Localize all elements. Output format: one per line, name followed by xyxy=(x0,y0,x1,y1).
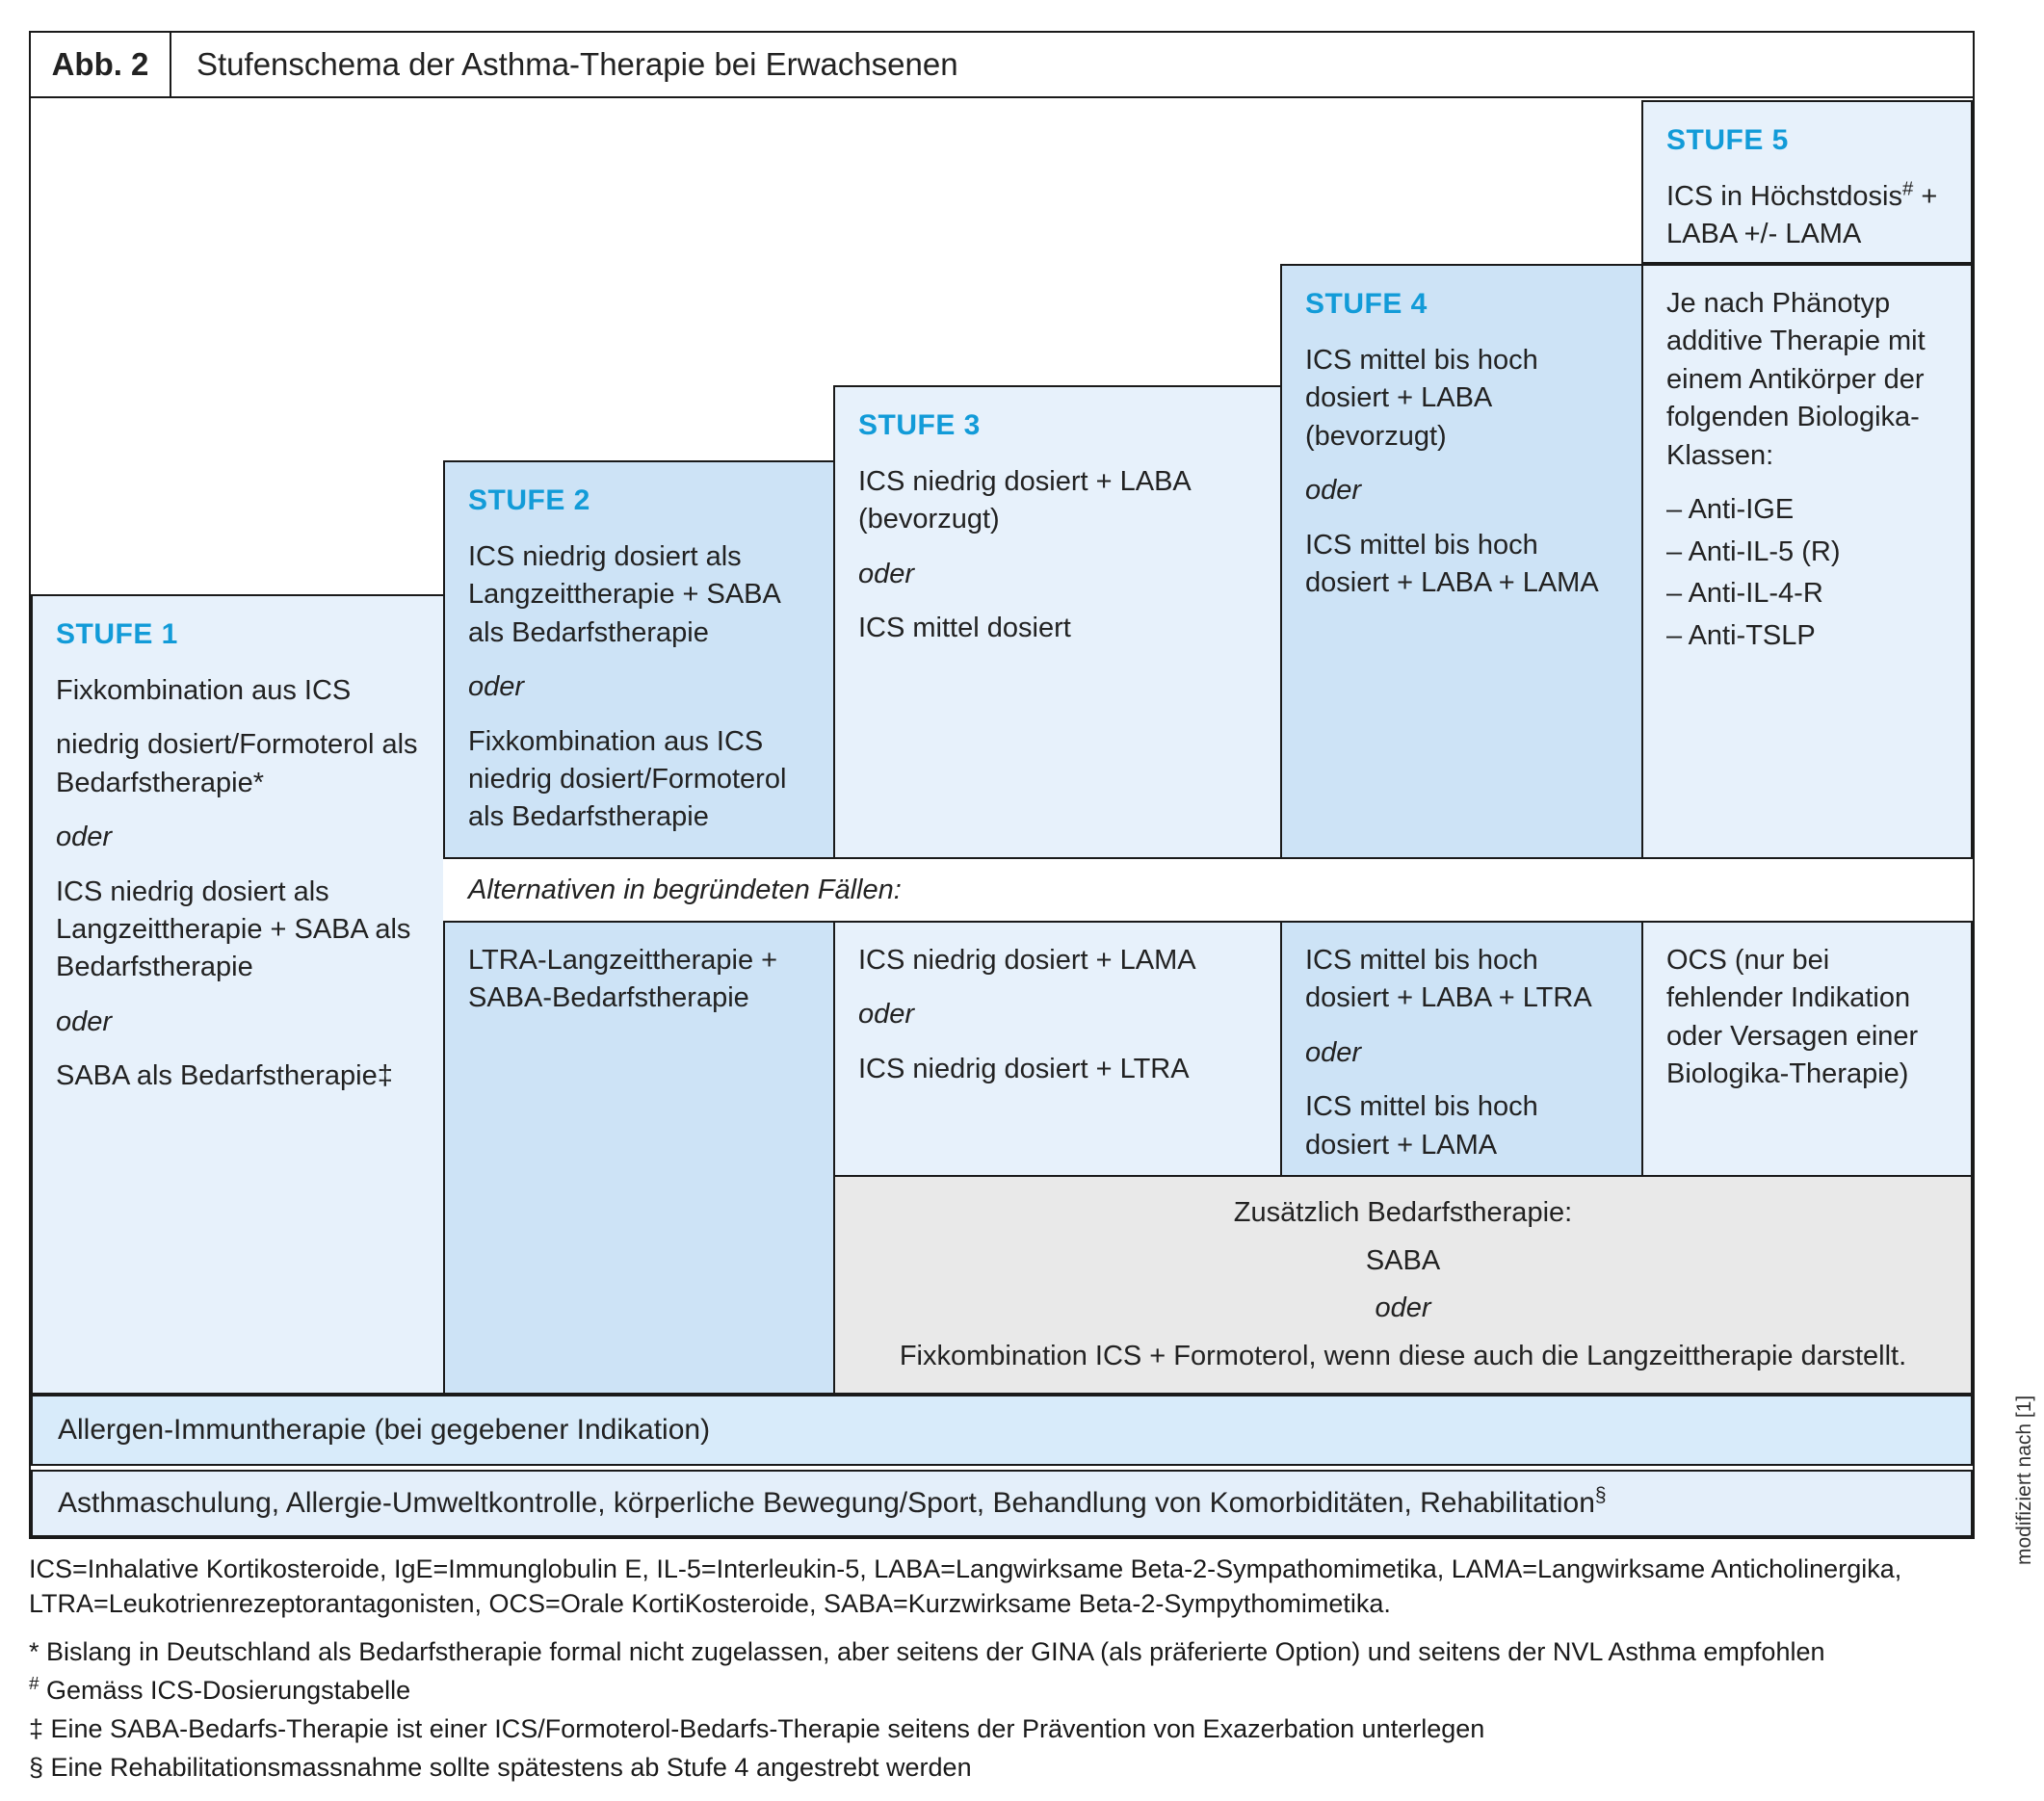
footnote-block: * Bislang in Deutschland als Bedarfsther… xyxy=(29,1637,2023,1791)
therapy-text: Je nach Phänotyp additive Therapie mit e… xyxy=(1666,288,1926,471)
stufe-3-heading: STUFE 3 xyxy=(858,409,981,441)
therapy-text: ICS mittel bis hoch dosiert + LABA + LTR… xyxy=(1305,945,1592,1014)
therapy-text: ICS mittel bis hoch dosiert + LABA (bevo… xyxy=(1305,344,1538,452)
stufe-5-body-box: Je nach Phänotyp additive Therapie mit e… xyxy=(1641,264,1973,859)
therapy-text: niedrig dosiert/Formoterol als Bedarfsth… xyxy=(56,729,418,798)
oder-text: oder xyxy=(468,671,525,703)
oder-text: oder xyxy=(1305,475,1362,507)
alternative-stufe-4-box: ICS mittel bis hoch dosiert + LABA + LTR… xyxy=(1280,921,1643,1177)
stufe-3-box: STUFE 3 ICS niedrig dosiert + LABA (bevo… xyxy=(833,385,1282,859)
list-item: – Anti-TSLP xyxy=(1666,619,1816,651)
asthmaschulung-bar: Asthmaschulung, Allergie-Umweltkontrolle… xyxy=(31,1470,1973,1537)
oder-text: oder xyxy=(56,822,113,853)
alternatives-band: Alternativen in begründeten Fällen: xyxy=(443,859,1973,921)
therapy-text: Fixkombination aus ICS xyxy=(56,674,352,706)
therapy-text: ICS niedrig dosiert + LAMA xyxy=(858,945,1196,976)
bedarf-line: SABA xyxy=(1365,1244,1441,1276)
stufe-4-box: STUFE 4 ICS mittel bis hoch dosiert + LA… xyxy=(1280,264,1643,859)
bar-label: Asthmaschulung, Allergie-Umweltkontrolle… xyxy=(58,1484,1607,1519)
therapy-text: ICS mittel bis hoch dosiert + LABA + LAM… xyxy=(1305,529,1599,598)
therapy-text: OCS (nur bei fehlender Indikation oder V… xyxy=(1666,945,1919,1090)
alternative-stufe-2-box: LTRA-Langzeittherapie + SABA-Bedarfsther… xyxy=(443,921,835,1395)
alternative-stufe-5-box: OCS (nur bei fehlender Indikation oder V… xyxy=(1641,921,1973,1177)
stufe-2-heading: STUFE 2 xyxy=(468,484,590,516)
stufe-1-box: STUFE 1 Fixkombination aus ICS niedrig d… xyxy=(31,594,445,1395)
bar-label: Allergen-Immuntherapie (bei gegebener In… xyxy=(58,1414,711,1446)
source-credit: modifiziert nach [1] xyxy=(2013,1395,2035,1565)
list-item: – Anti-IL-4-R xyxy=(1666,578,1823,610)
figure-title: Stufenschema der Asthma-Therapie bei Erw… xyxy=(197,46,958,82)
bedarfstherapie-box: Zusätzlich Bedarfstherapie: SABA oder Fi… xyxy=(833,1175,1973,1395)
therapy-text: ICS niedrig dosiert als Langzeittherapie… xyxy=(56,875,411,983)
abbreviation-legend: ICS=Inhalative Kortikosteroide, IgE=Immu… xyxy=(29,1553,2023,1622)
list-item: – Anti-IGE xyxy=(1666,494,1795,526)
therapy-text: Fixkombination aus ICS niedrig dosiert/F… xyxy=(468,725,787,833)
therapy-text: ICS niedrig dosiert als Langzeittherapie… xyxy=(468,540,780,648)
stufe-1-heading: STUFE 1 xyxy=(56,618,178,650)
therapy-text: ICS niedrig dosiert + LTRA xyxy=(858,1053,1190,1084)
oder-text: oder xyxy=(56,1005,113,1037)
figure-title-bar: Abb. 2 Stufenschema der Asthma-Therapie … xyxy=(31,33,1973,98)
footnote-doubledagger: ‡ Eine SABA-Bedarfs-Therapie ist einer I… xyxy=(29,1714,1485,1743)
stufe-5-heading: STUFE 5 xyxy=(1666,124,1789,156)
allergen-immuntherapie-bar: Allergen-Immuntherapie (bei gegebener In… xyxy=(31,1395,1973,1466)
alternative-stufe-3-box: ICS niedrig dosiert + LAMA oder ICS nied… xyxy=(833,921,1282,1177)
therapy-text: ICS niedrig dosiert + LABA (bevorzugt) xyxy=(858,465,1191,535)
figure-label: Abb. 2 xyxy=(31,33,171,96)
oder-text: oder xyxy=(858,999,915,1031)
figure-frame: Abb. 2 Stufenschema der Asthma-Therapie … xyxy=(29,31,1975,1539)
bedarf-line: Zusätzlich Bedarfstherapie: xyxy=(1233,1197,1573,1229)
bedarf-line: Fixkombination ICS + Formoterol, wenn di… xyxy=(899,1340,1907,1371)
stufe-5-header-box: STUFE 5 ICS in Höchstdosis# + LABA +/- L… xyxy=(1641,100,1973,264)
alternatives-label: Alternativen in begründeten Fällen: xyxy=(468,874,902,905)
oder-text: oder xyxy=(1375,1292,1431,1324)
footnote-asterisk: * Bislang in Deutschland als Bedarfsther… xyxy=(29,1637,1825,1666)
therapy-text: SABA als Bedarfstherapie‡ xyxy=(56,1060,393,1092)
therapy-text: ICS in Höchstdosis# + LABA +/- LAMA xyxy=(1666,178,1938,250)
footnote-section: § Eine Rehabilitationsmassnahme sollte s… xyxy=(29,1753,972,1782)
list-item: – Anti-IL-5 (R) xyxy=(1666,535,1841,567)
therapy-text: LTRA-Langzeittherapie + SABA-Bedarfsther… xyxy=(468,945,778,1014)
biologika-list: – Anti-IGE – Anti-IL-5 (R) – Anti-IL-4-R… xyxy=(1666,491,1948,655)
stufe-2-box: STUFE 2 ICS niedrig dosiert als Langzeit… xyxy=(443,460,835,859)
abbreviation-line: ICS=Inhalative Kortikosteroide, IgE=Immu… xyxy=(29,1554,1902,1583)
footnote-hash: # Gemäss ICS-Dosierungstabelle xyxy=(29,1674,411,1705)
stufe-4-heading: STUFE 4 xyxy=(1305,288,1428,320)
therapy-text: ICS mittel dosiert xyxy=(858,613,1071,644)
abbreviation-line: LTRA=Leukotrienrezeptorantagonisten, OCS… xyxy=(29,1588,1391,1618)
oder-text: oder xyxy=(858,558,915,589)
therapy-text: ICS mittel bis hoch dosiert + LAMA xyxy=(1305,1091,1538,1161)
oder-text: oder xyxy=(1305,1036,1362,1068)
